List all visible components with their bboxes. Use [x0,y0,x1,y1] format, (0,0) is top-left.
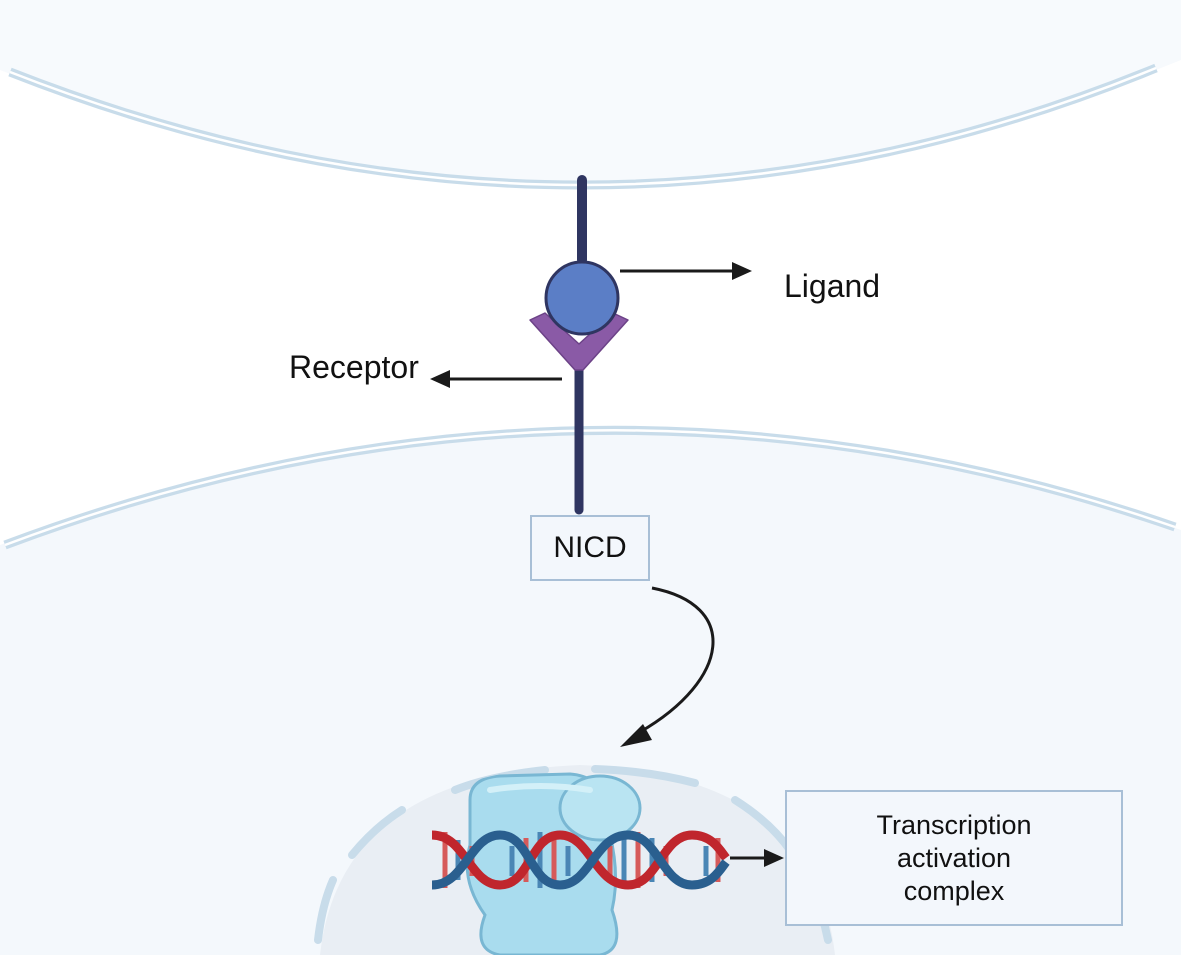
transcription-complex-label-line-3: complex [903,875,1005,906]
ligand-icon [544,260,620,336]
dna-icon [431,830,730,890]
translocation-arrow [620,586,715,747]
transcription-complex-label-line-1: Transcription [876,809,1032,840]
ligand-arrow [620,262,752,280]
ligand-label: Ligand [784,268,881,304]
transcription-complex-box: Transcription activation complex [785,790,1123,926]
receptor-arrow [430,370,562,388]
complex-arrow [730,849,784,867]
nicd-box: NICD [530,515,650,581]
signaling-cell [0,0,1181,183]
nicd-label: NICD [553,531,627,564]
receptor-label: Receptor [289,349,419,385]
transcription-complex-label-line-2: activation [896,842,1012,873]
